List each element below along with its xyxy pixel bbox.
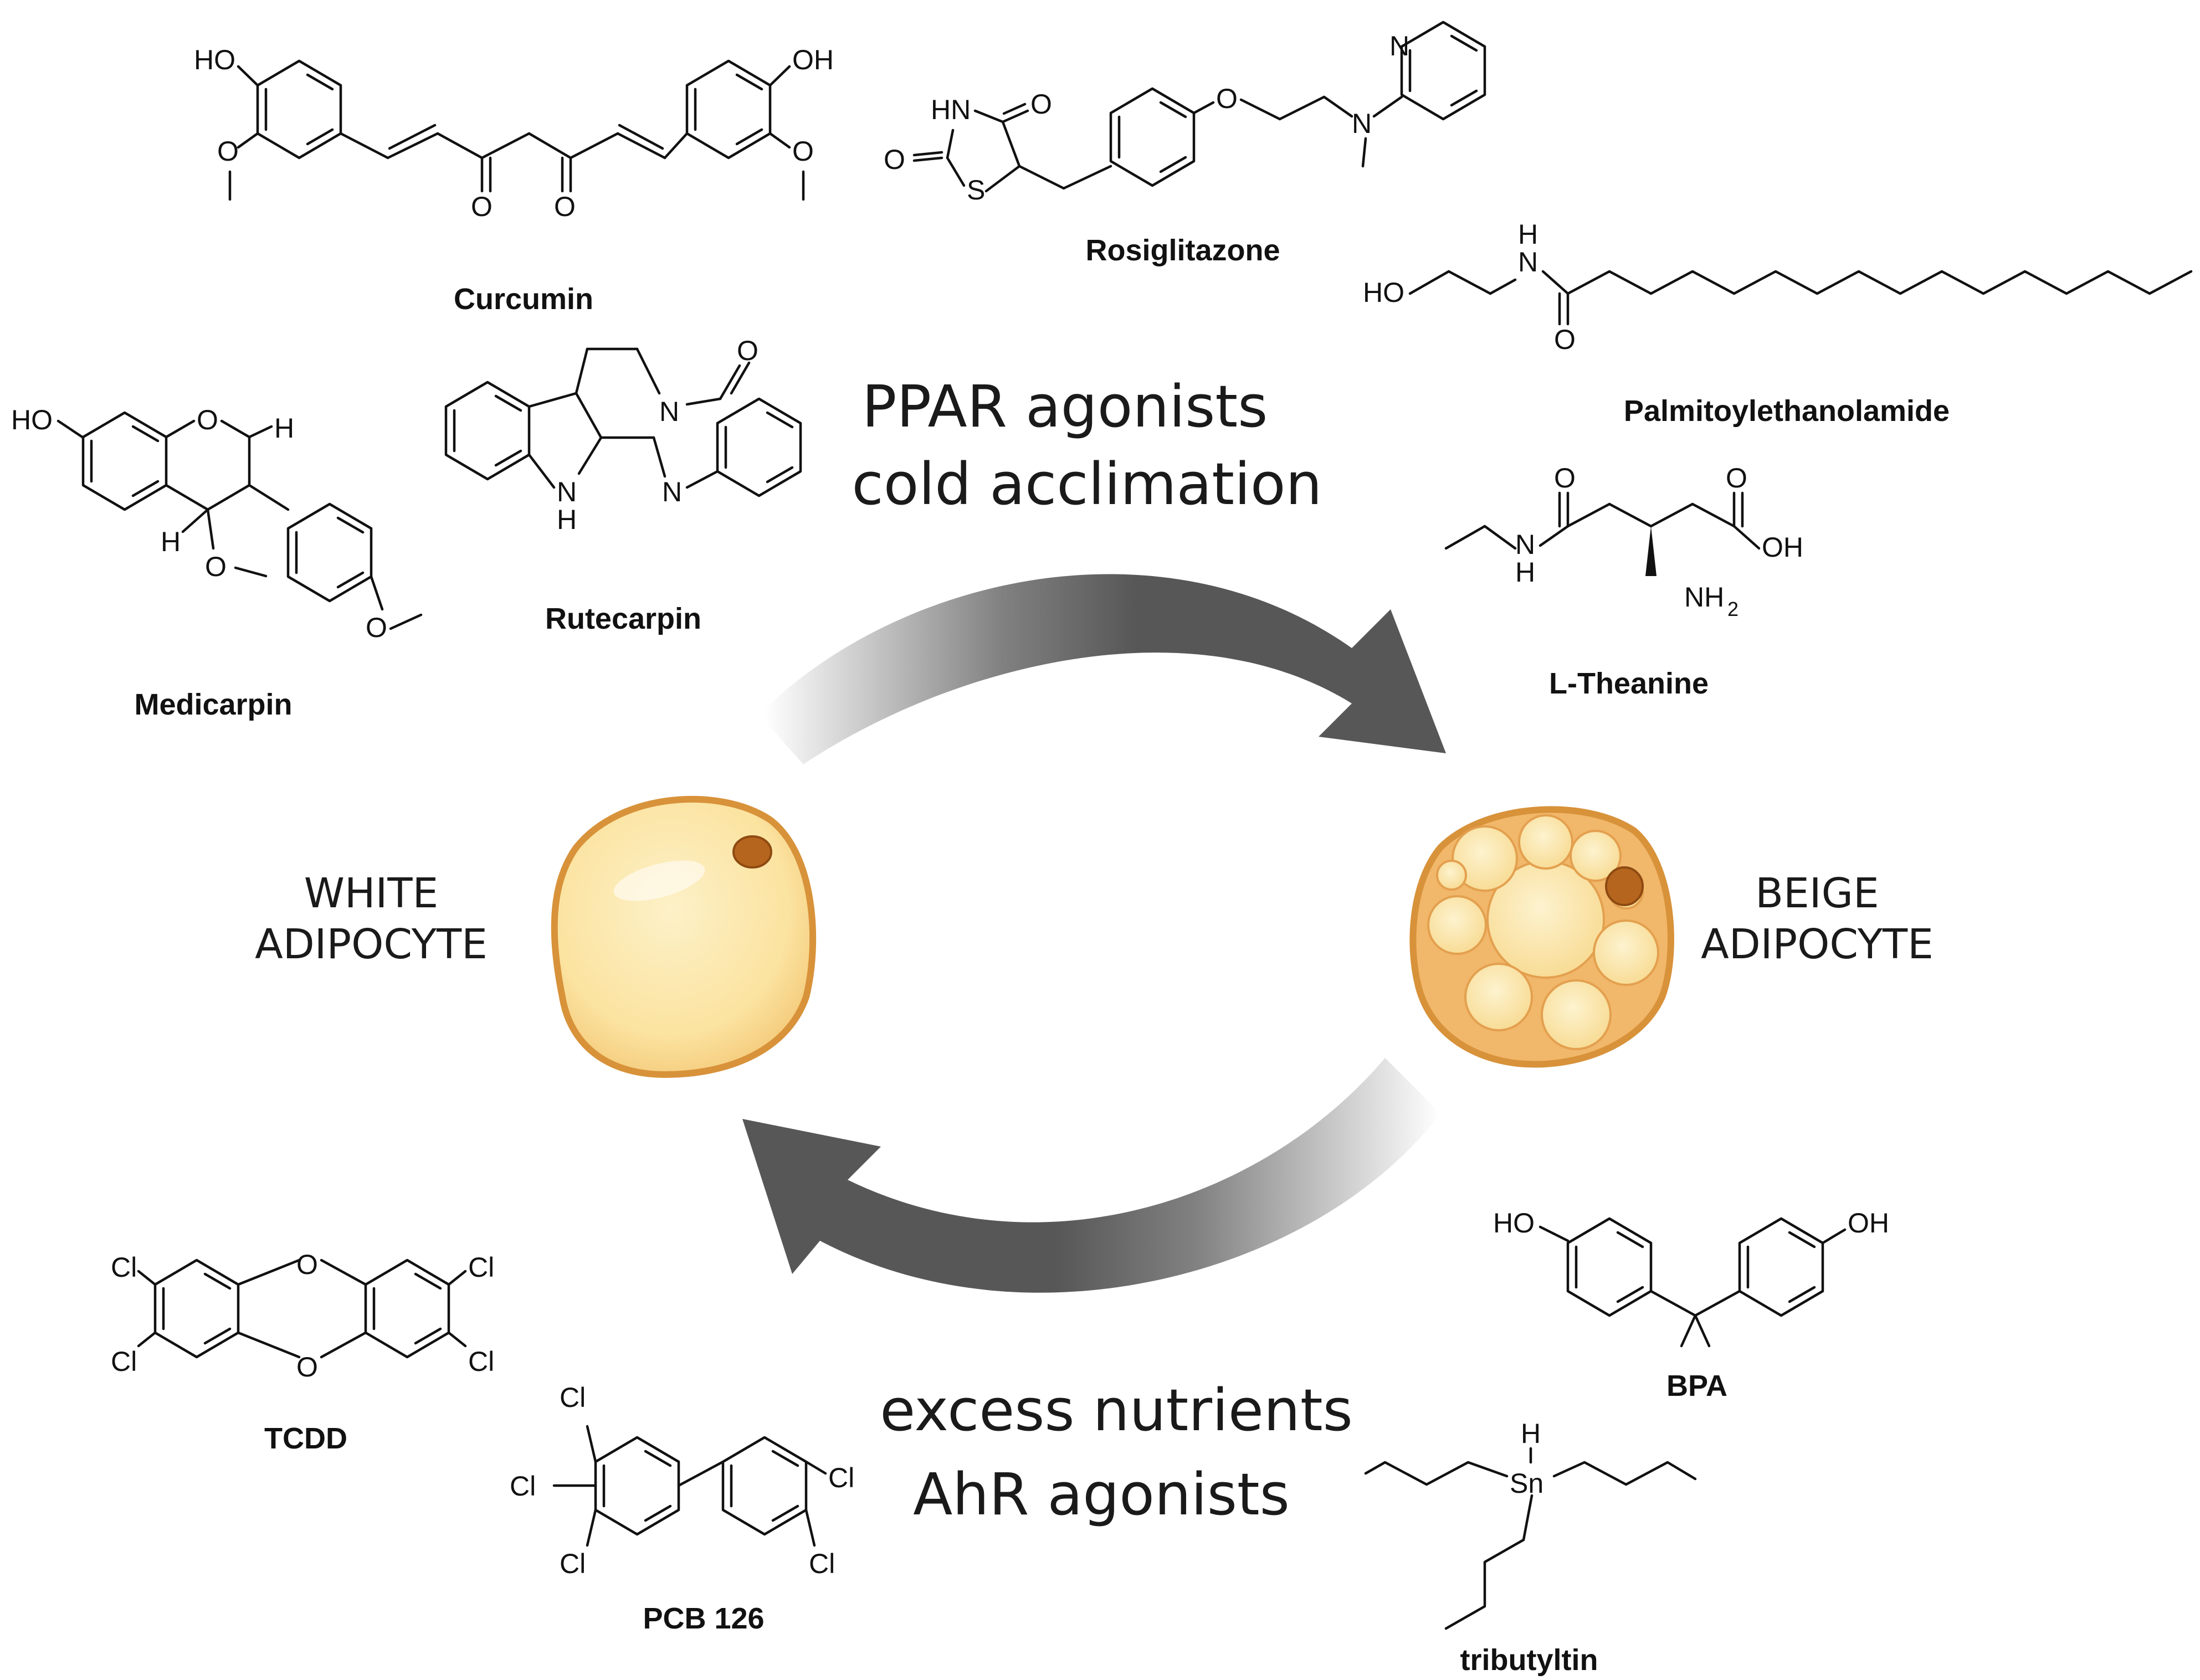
tcdd-structure: O O Cl Cl Cl Cl TCDD	[111, 1249, 494, 1455]
svg-text:H: H	[1515, 557, 1535, 588]
svg-text:O: O	[471, 191, 493, 222]
rosiglitazone-label: Rosiglitazone	[1085, 234, 1280, 267]
svg-text:Cl: Cl	[468, 1252, 494, 1283]
rutecarpin-structure: N H N N O Rutecarpin	[444, 335, 802, 635]
svg-text:Cl: Cl	[111, 1346, 137, 1377]
svg-text:2: 2	[1727, 598, 1739, 620]
svg-text:O: O	[366, 612, 387, 643]
svg-text:N: N	[1352, 108, 1372, 139]
svg-text:O: O	[197, 404, 218, 435]
svg-text:HO: HO	[11, 404, 53, 435]
svg-text:HO: HO	[1363, 277, 1404, 308]
browning-arrow	[759, 574, 1446, 764]
svg-text:H: H	[161, 526, 181, 557]
white-adipocyte-label-line2: ADIPOCYTE	[255, 921, 488, 968]
tributyltin-label: tributyltin	[1460, 1643, 1598, 1677]
beige-cell-nucleus	[1605, 866, 1644, 906]
svg-text:N: N	[1518, 246, 1538, 278]
browning-label-line1: PPAR agonists	[862, 373, 1268, 440]
svg-text:HO: HO	[1493, 1208, 1535, 1239]
svg-text:Cl: Cl	[560, 1382, 586, 1413]
svg-text:Cl: Cl	[111, 1252, 137, 1283]
rosiglitazone-structure: HN O S O O N	[884, 20, 1486, 267]
svg-text:H: H	[1521, 1418, 1541, 1449]
svg-text:O: O	[1726, 463, 1747, 494]
beige-adipocyte-label-line2: ADIPOCYTE	[1701, 921, 1934, 968]
white-adipocyte-label-line1: WHITE	[304, 870, 439, 917]
svg-text:N: N	[1389, 30, 1409, 61]
svg-text:O: O	[792, 136, 814, 167]
whitening-label-line1: excess nutrients	[880, 1376, 1353, 1444]
tributyltin-structure: H Sn tributyltin	[1364, 1418, 1697, 1677]
svg-text:HO: HO	[194, 44, 235, 75]
svg-text:O: O	[737, 335, 758, 366]
palmitoylethanolamide-structure: HO N H O Palmitoylethanolamide	[1363, 219, 2193, 428]
svg-text:O: O	[217, 136, 239, 167]
l-theanine-structure: N H O NH 2 O OH L-Theanine	[1444, 463, 1803, 700]
svg-text:O: O	[1554, 324, 1576, 355]
svg-text:H: H	[274, 413, 294, 444]
white-adipocyte-cell	[551, 796, 817, 1078]
svg-text:Cl: Cl	[468, 1346, 494, 1377]
svg-text:Cl: Cl	[809, 1548, 835, 1579]
svg-text:Cl: Cl	[560, 1548, 586, 1579]
svg-text:Cl: Cl	[510, 1471, 536, 1502]
svg-text:N: N	[1515, 529, 1535, 560]
browning-label-line2: cold acclimation	[852, 450, 1322, 518]
svg-text:N: N	[659, 396, 679, 427]
svg-text:O: O	[1030, 89, 1052, 120]
svg-text:OH: OH	[1762, 532, 1803, 563]
bpa-label: BPA	[1666, 1369, 1727, 1402]
svg-text:OH: OH	[1848, 1208, 1889, 1239]
rutecarpin-label: Rutecarpin	[545, 602, 701, 635]
l-theanine-label: L-Theanine	[1549, 667, 1709, 700]
svg-text:Cl: Cl	[828, 1462, 854, 1493]
svg-text:O: O	[296, 1249, 318, 1280]
svg-text:N: N	[557, 476, 577, 507]
svg-text:HN: HN	[931, 94, 971, 125]
svg-text:N: N	[662, 476, 682, 507]
white-cell-nucleus	[732, 835, 772, 869]
svg-text:NH: NH	[1684, 582, 1724, 613]
svg-text:O: O	[1554, 463, 1576, 494]
medicarpin-structure: HO O H H O O Medi	[11, 404, 423, 721]
svg-text:O: O	[296, 1352, 318, 1383]
svg-text:Sn: Sn	[1510, 1468, 1543, 1499]
pcb126-label: PCB 126	[643, 1602, 764, 1635]
whitening-arrow	[742, 1058, 1440, 1293]
svg-text:O: O	[1216, 83, 1238, 114]
curcumin-label: Curcumin	[454, 282, 593, 316]
svg-text:OH: OH	[792, 44, 834, 75]
beige-adipocyte-label-line1: BEIGE	[1755, 870, 1879, 917]
svg-text:O: O	[205, 551, 227, 582]
svg-text:O: O	[884, 144, 905, 175]
pcb126-structure: Cl Cl Cl Cl Cl PCB 126	[510, 1382, 854, 1635]
svg-text:S: S	[967, 174, 985, 205]
medicarpin-label: Medicarpin	[134, 688, 292, 721]
beige-adipocyte-cell	[1409, 806, 1674, 1068]
svg-text:H: H	[557, 504, 577, 535]
tcdd-label: TCDD	[264, 1422, 347, 1455]
svg-text:O: O	[554, 191, 576, 222]
svg-text:H: H	[1518, 219, 1538, 250]
palmitoylethanolamide-label: Palmitoylethanolamide	[1624, 394, 1950, 428]
bpa-structure: HO OH BPA	[1493, 1208, 1889, 1402]
curcumin-structure: HO O O O OH O	[194, 44, 834, 316]
whitening-label-line2: AhR agonists	[913, 1461, 1290, 1528]
